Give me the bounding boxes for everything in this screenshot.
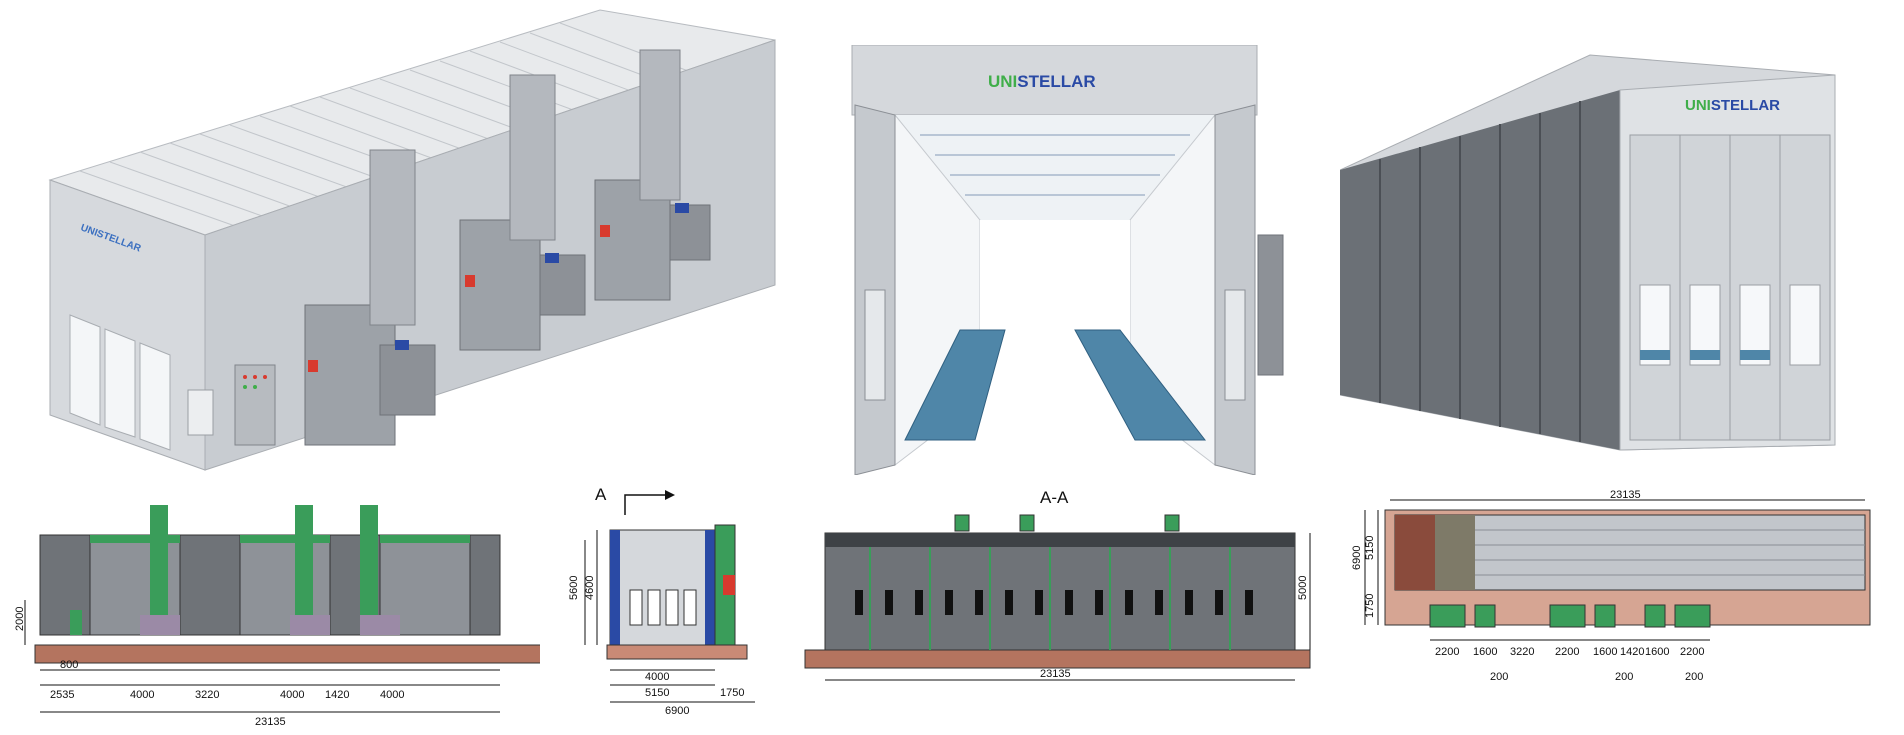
dim: 2200 [1555, 646, 1579, 658]
dim: 200 [1490, 671, 1508, 683]
dim: 4000 [645, 671, 669, 683]
dim: 5150 [1364, 536, 1376, 560]
section-title: A-A [1040, 488, 1069, 507]
dim: 5000 [1297, 576, 1309, 600]
render-booth-side-3d: UNISTELLAR [40, 5, 780, 475]
dim: 4600 [584, 576, 596, 600]
drawing-end-elevation: A 5600 4600 4000 5150 1750 6900 [565, 480, 780, 730]
section-marker: A [595, 485, 607, 504]
dim: 3220 [1510, 646, 1534, 658]
dim-total: 23135 [1040, 668, 1071, 680]
render-booth-interior: UNISTELLAR [820, 44, 1290, 476]
dim: 6900 [1351, 546, 1363, 570]
dim: 3220 [195, 689, 219, 701]
dim: 1750 [1364, 594, 1376, 618]
render-booth-closed: UNISTELLAR [1339, 50, 1840, 460]
dim-total: 23135 [1610, 490, 1641, 501]
dim: 1600 [1473, 646, 1497, 658]
dim: 5150 [645, 687, 669, 699]
dim: 1600 [1593, 646, 1617, 658]
dim: 2200 [1680, 646, 1704, 658]
air-handling-unit [459, 74, 586, 351]
dim-height: 2000 [15, 607, 26, 631]
air-handling-unit [594, 49, 711, 301]
drawing-section-aa: A-A 5000 23135 [800, 485, 1320, 705]
air-handling-unit [304, 149, 436, 446]
dim: 4000 [280, 689, 304, 701]
dim: 200 [1685, 671, 1703, 683]
dim: 1420 [1620, 646, 1644, 658]
dim: 5600 [568, 576, 580, 600]
dim: 1420 [325, 689, 349, 701]
dim: 1600 [1645, 646, 1669, 658]
logo: UNISTELLAR [1685, 97, 1780, 114]
dim: 2200 [1435, 646, 1459, 658]
dim: 1750 [720, 687, 744, 699]
dim: 200 [1615, 671, 1633, 683]
dim: 800 [60, 659, 78, 671]
dim: 6900 [665, 705, 689, 717]
dim: 4000 [380, 689, 404, 701]
dim: 2535 [50, 689, 74, 701]
logo: UNISTELLAR [988, 72, 1096, 91]
dim-total: 23135 [255, 716, 286, 728]
drawing-plan-view: 23135 6900 5150 1750 2200 1600 3220 2200… [1340, 489, 1880, 710]
drawing-side-elevation: 2000 800 2535 4000 3220 4000 1420 4000 2… [14, 500, 546, 730]
dim: 4000 [130, 689, 154, 701]
